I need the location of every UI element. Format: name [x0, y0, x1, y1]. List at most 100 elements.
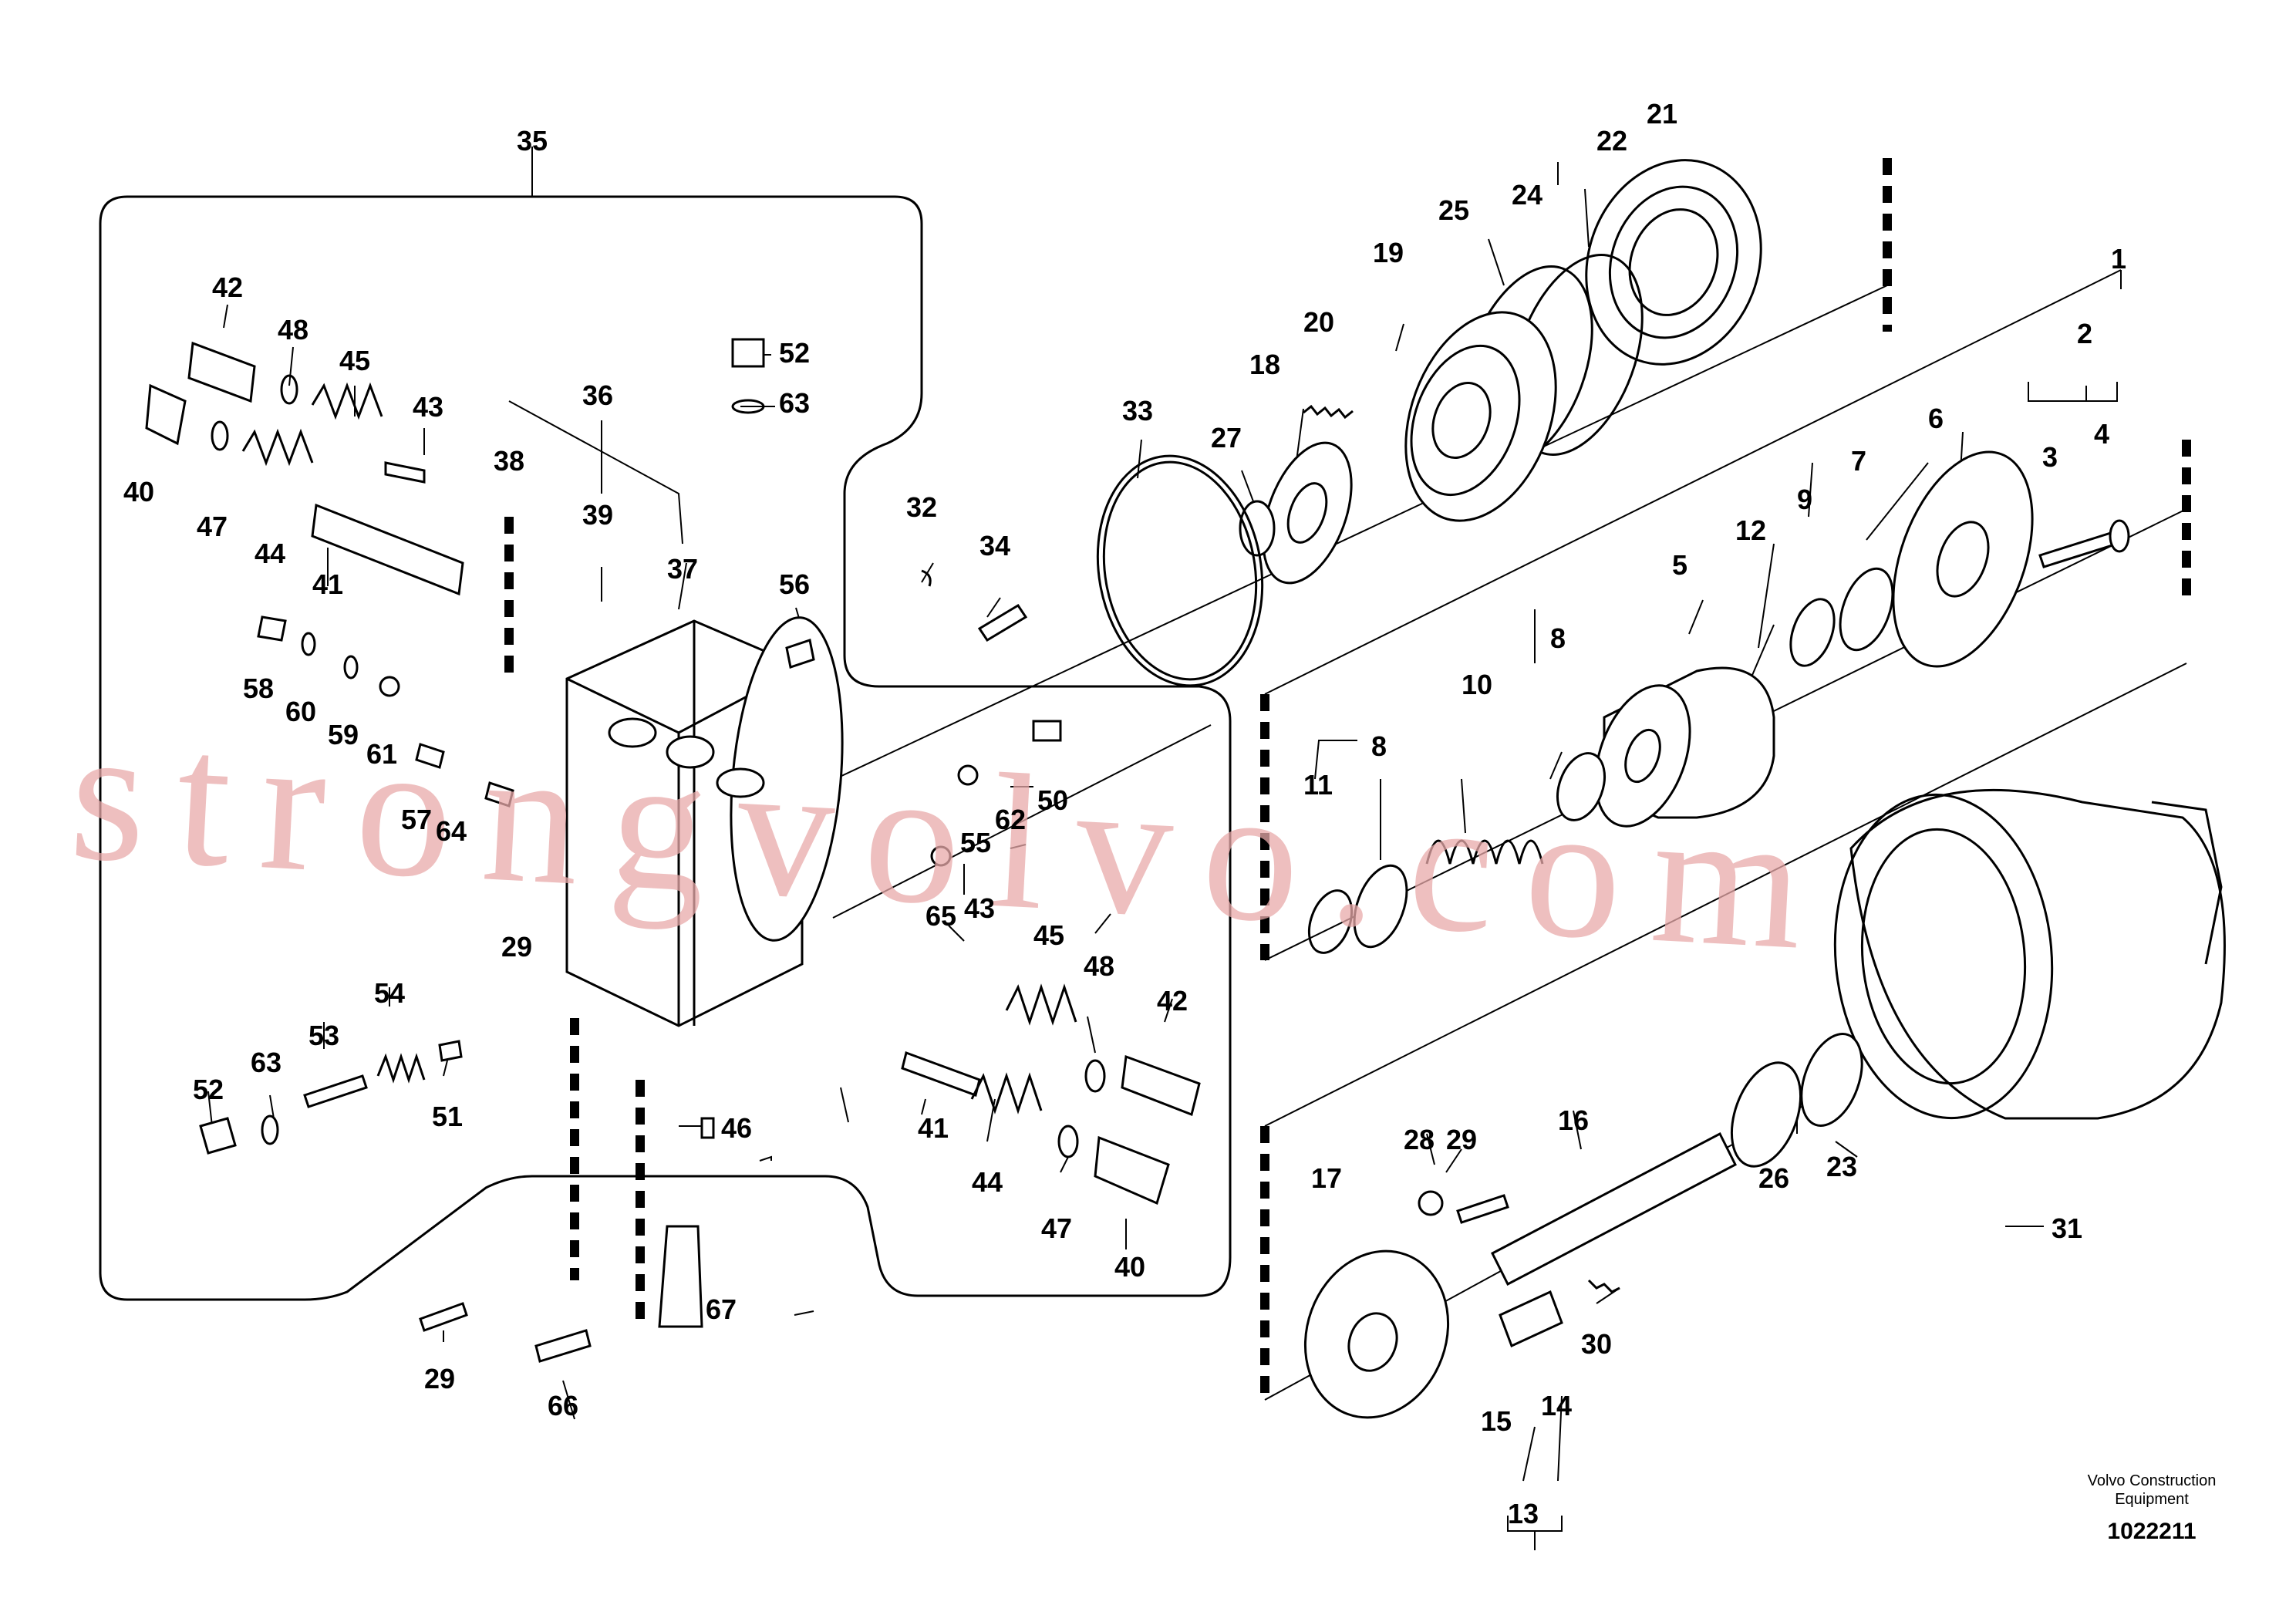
plug-58 [257, 615, 287, 642]
label-64: 64 [436, 815, 467, 847]
pin-34 [977, 603, 1028, 642]
leader-lines [207, 147, 2122, 1550]
label-37: 37 [667, 553, 698, 585]
label-34: 34 [979, 530, 1010, 561]
bushing-14 [1499, 1290, 1563, 1348]
label-59: 59 [328, 719, 359, 750]
label-13: 13 [1508, 1498, 1539, 1529]
label-52b: 52 [193, 1074, 224, 1105]
brand-line-1: Volvo Construction [2088, 1472, 2217, 1489]
plug-52-bottom [199, 1117, 237, 1155]
washer-8a [1556, 752, 1606, 821]
label-51: 51 [432, 1101, 463, 1132]
label-44b: 44 [972, 1166, 1003, 1198]
label-57: 57 [401, 804, 432, 835]
o-ring-60 [301, 632, 316, 656]
label-61: 61 [366, 738, 397, 770]
label-35: 35 [517, 125, 548, 157]
valve-body-37 [565, 616, 844, 1027]
seal-7 [1839, 567, 1894, 652]
label-20: 20 [1303, 306, 1334, 338]
spring-20 [1303, 404, 1354, 420]
label-3: 3 [2042, 441, 2058, 473]
label-43t: 43 [413, 391, 443, 423]
pin-29-left [419, 1302, 468, 1332]
plate-6 [1892, 450, 2034, 668]
hub-housing-31 [1833, 788, 2226, 1120]
label-25: 25 [1438, 194, 1469, 226]
snap-ring-11 [1307, 889, 1354, 954]
label-50: 50 [1037, 784, 1068, 816]
label-15: 15 [1481, 1405, 1512, 1437]
bearing-23 [1800, 1033, 1863, 1127]
label-47b: 47 [1041, 1212, 1072, 1244]
label-48b: 48 [1084, 950, 1114, 982]
plug-51 [438, 1040, 463, 1062]
label-8: 8 [1550, 622, 1566, 654]
label-4: 4 [2094, 418, 2109, 450]
plug-56 [785, 639, 815, 669]
poppet-53 [303, 1074, 368, 1108]
plug-42-top [187, 341, 256, 403]
axis-line-3 [1264, 663, 2187, 1127]
label-54: 54 [374, 977, 405, 1009]
label-67: 67 [706, 1293, 737, 1325]
label-30: 30 [1581, 1328, 1612, 1360]
label-43b: 43 [964, 892, 995, 924]
spring-44-bottom [970, 1072, 1043, 1114]
label-8b: 8 [1371, 730, 1387, 762]
ball-61 [379, 676, 400, 697]
plug-57 [415, 743, 445, 769]
drawing-number: 1022211 [2107, 1519, 2196, 1544]
label-31: 31 [2052, 1212, 2082, 1244]
label-58: 58 [243, 673, 274, 704]
axis-line-5 [801, 285, 1888, 795]
o-ring-47-bottom [1057, 1125, 1079, 1158]
label-60: 60 [285, 696, 316, 727]
pin-29r [1456, 1194, 1509, 1224]
label-45b: 45 [1033, 919, 1064, 951]
label-33: 33 [1122, 395, 1153, 427]
plug-40-bottom [1094, 1135, 1170, 1206]
label-40b: 40 [1114, 1251, 1145, 1283]
plug-40-top [145, 383, 187, 446]
o-ring-63-bottom [261, 1114, 279, 1145]
cam-ring-21 [1585, 159, 1762, 366]
label-2: 2 [2077, 318, 2092, 349]
plug-50 [1032, 720, 1062, 742]
brand-line-2: Equipment [2115, 1491, 2189, 1508]
label-29l: 29 [424, 1363, 455, 1394]
label-52t: 52 [779, 337, 810, 369]
o-ring-63-top [731, 399, 765, 414]
label-12: 12 [1735, 514, 1766, 546]
label-47t: 47 [197, 511, 228, 542]
label-53: 53 [308, 1020, 339, 1051]
shaft-16 [1491, 1131, 1737, 1286]
label-29c: 29 [501, 931, 532, 963]
axis-line-6 [832, 724, 1212, 919]
label-5: 5 [1672, 549, 1687, 581]
o-ring-48-top [280, 374, 298, 405]
label-18: 18 [1249, 349, 1280, 380]
label-22: 22 [1596, 125, 1627, 157]
label-41b: 41 [918, 1112, 949, 1144]
label-23: 23 [1826, 1151, 1857, 1182]
spring-45-top [311, 382, 383, 420]
label-19: 19 [1373, 237, 1404, 268]
cylinder-block-5 [1594, 666, 1775, 828]
washer-8b [1353, 864, 1408, 949]
ball-65 [930, 845, 952, 867]
label-7: 7 [1851, 445, 1866, 477]
label-48t: 48 [278, 314, 308, 346]
spring-10 [1425, 839, 1544, 865]
pin-head-4 [2109, 519, 2130, 553]
plug-30 [1587, 1279, 1620, 1293]
piston-housing-19 [1404, 311, 1557, 522]
plug-46 [700, 1117, 715, 1139]
bolt-66 [534, 1329, 592, 1363]
valve-plate-18 [1262, 441, 1353, 585]
seal-9 [1789, 598, 1836, 667]
label-32: 32 [906, 491, 937, 523]
label-29r: 29 [1446, 1124, 1477, 1155]
